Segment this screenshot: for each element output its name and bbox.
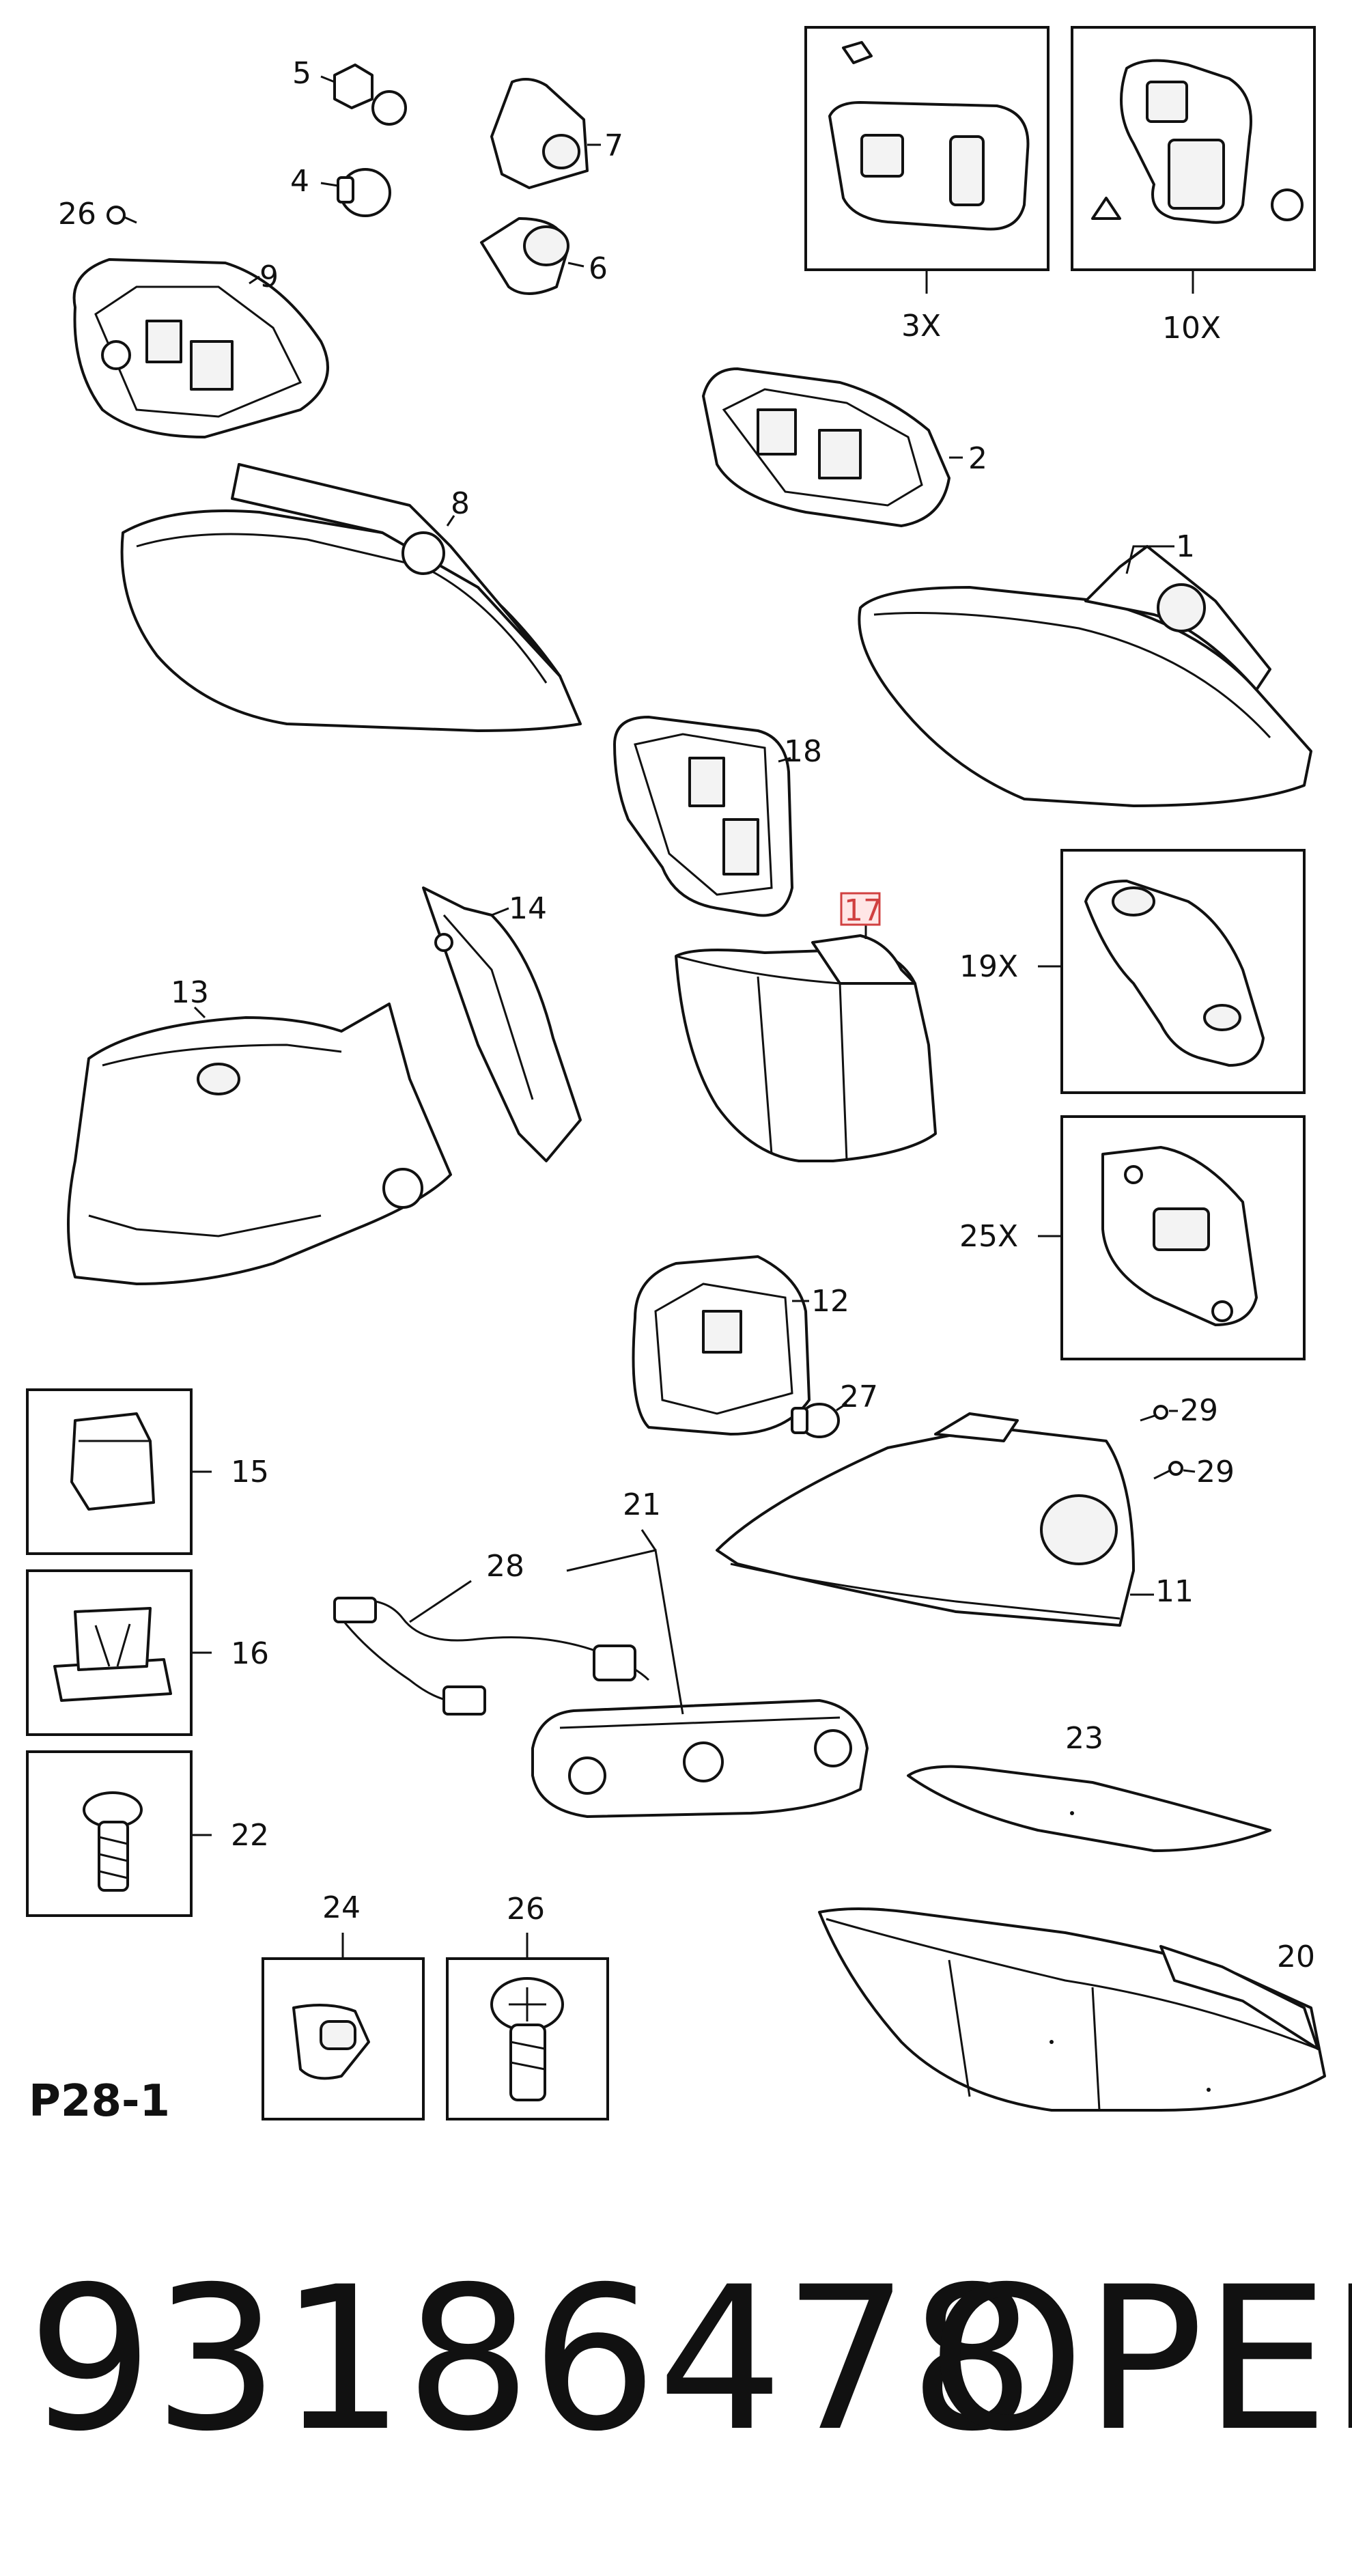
screw-box-26 [446, 1933, 609, 2120]
bulb-holder-21 [531, 1529, 869, 1818]
callout-18: 18 [784, 734, 822, 769]
tail-lamp-17 [675, 919, 937, 1162]
callout-8: 8 [451, 486, 470, 521]
gasket-box-10x [1071, 26, 1316, 294]
gasket-box-3x [804, 26, 1050, 294]
page-code: P28-1 [29, 2076, 170, 2127]
callout-9: 9 [259, 260, 279, 294]
callout-17-highlight [840, 892, 881, 926]
callout-2: 2 [968, 441, 987, 476]
callout-19x: 19X [959, 949, 1018, 984]
wiring-harness-28 [333, 1580, 650, 1716]
bulb-27 [791, 1402, 847, 1438]
callout-3x: 3X [901, 309, 941, 344]
trim-panel-13 [67, 1003, 452, 1285]
tail-lamp-8 [120, 463, 582, 732]
mount-7 [490, 78, 601, 189]
part-number: 93186478 [27, 2245, 1035, 2475]
callout-7: 7 [604, 128, 623, 163]
bulb-holder-9 [72, 258, 329, 438]
screw-26-top [107, 206, 137, 225]
screw-29-a [1140, 1405, 1178, 1422]
callout-28: 28 [486, 1549, 524, 1584]
callout-10x: 10X [1162, 311, 1221, 346]
callout-14: 14 [509, 891, 547, 926]
callout-25x: 25X [959, 1219, 1018, 1254]
brand-name: OPEL [929, 2245, 1352, 2475]
callout-17: 17 [844, 893, 882, 928]
bulb-holder-2 [702, 367, 963, 527]
callout-22: 22 [231, 1818, 269, 1853]
screw-29-b [1153, 1461, 1196, 1480]
callout-6: 6 [589, 251, 608, 286]
callout-24: 24 [322, 1890, 361, 1925]
callout-15: 15 [231, 1455, 269, 1489]
callout-1: 1 [1176, 529, 1195, 564]
callout-29-b: 29 [1196, 1455, 1235, 1489]
callout-26-bottom: 26 [507, 1892, 545, 1927]
lens-23 [907, 1765, 1271, 1852]
grommet-6 [480, 217, 585, 295]
callout-5: 5 [292, 56, 311, 91]
tail-lamp-1 [858, 545, 1312, 807]
gasket-box-25x [1038, 1115, 1306, 1360]
callout-12: 12 [811, 1284, 849, 1319]
tail-lamp-11 [716, 1412, 1154, 1627]
clip-box-15 [26, 1388, 212, 1555]
bulb-holder-18 [613, 716, 793, 917]
callout-16: 16 [231, 1636, 269, 1671]
screw-box-22 [26, 1750, 212, 1917]
trim-piece-14 [422, 886, 582, 1162]
callout-26-top: 26 [58, 197, 96, 232]
bulb-4 [320, 168, 391, 217]
callout-29-a: 29 [1180, 1393, 1218, 1428]
callout-4: 4 [290, 164, 309, 199]
callout-11: 11 [1155, 1574, 1194, 1609]
clip-box-16 [26, 1569, 212, 1736]
callout-27: 27 [840, 1380, 878, 1414]
grommet-box-24 [262, 1933, 425, 2120]
callout-13: 13 [171, 975, 209, 1010]
bulb-holder-12 [632, 1255, 811, 1436]
callout-21: 21 [623, 1487, 661, 1522]
bulb-socket-5 [320, 64, 407, 126]
callout-23: 23 [1065, 1721, 1103, 1756]
gasket-box-19x [1038, 849, 1306, 1094]
tail-lamp-20 [818, 1907, 1326, 2112]
callout-20: 20 [1277, 1940, 1315, 1974]
